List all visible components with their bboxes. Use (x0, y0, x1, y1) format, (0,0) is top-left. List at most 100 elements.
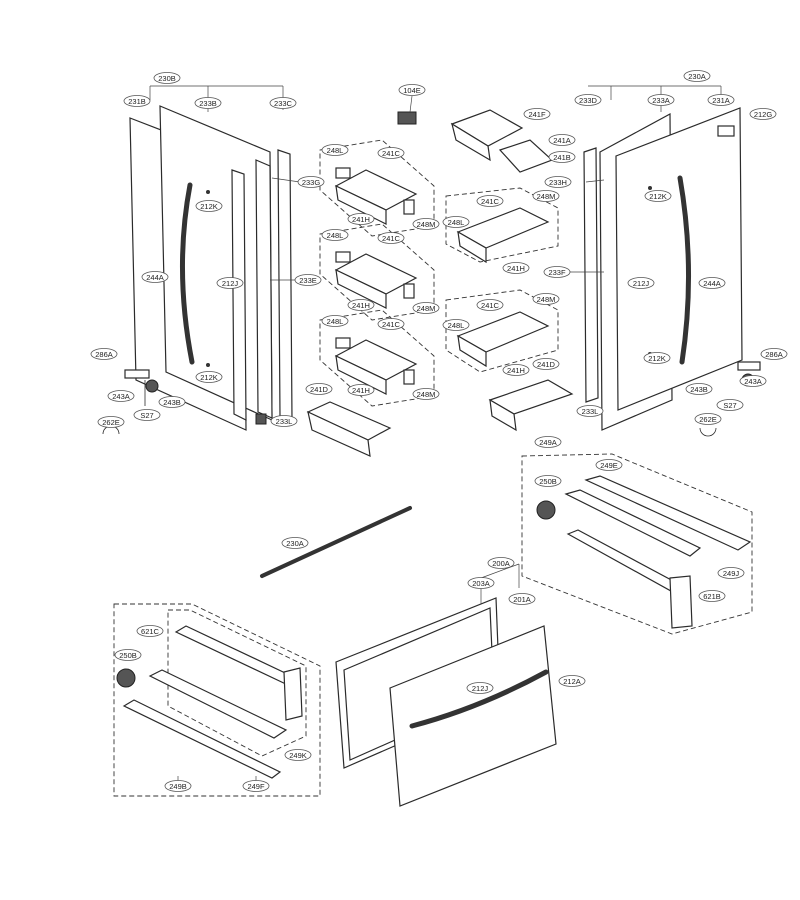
bin-5-front (457, 230, 487, 264)
callout-label: 241D (537, 360, 556, 369)
right-rail-bracket (564, 489, 702, 557)
rail-group-box-right (521, 453, 753, 635)
callout-label: 233L (582, 407, 599, 416)
callout: 241D (532, 358, 560, 370)
bin-1-right-cap (403, 199, 415, 215)
dairy-bin-box (498, 139, 554, 173)
callout: 200A (487, 557, 515, 569)
callout: 286A (90, 348, 118, 360)
callout-label: 249J (723, 569, 740, 578)
callout: 212J (627, 277, 655, 289)
callout-label: 250B (539, 477, 557, 486)
callout: 212J (216, 277, 244, 289)
callout: 241C (476, 195, 504, 207)
callout-label: 248L (448, 321, 465, 330)
callout-label: 233L (276, 417, 293, 426)
callout: 241H (347, 299, 375, 311)
callout-label: 230A (286, 539, 304, 548)
right-door-handle (677, 175, 691, 365)
callout: 212K (195, 200, 223, 212)
callout-label: 233B (199, 99, 217, 108)
callout: 243A (107, 390, 135, 402)
leader-233H (585, 179, 605, 183)
callout: 233G (297, 176, 325, 188)
callout-label: 230A (688, 72, 706, 81)
callout: 212K (644, 190, 672, 202)
callout-label: 241H (352, 301, 370, 310)
left-screw-top (206, 190, 210, 194)
right-hinge (737, 361, 761, 371)
right-rail-top (584, 475, 752, 551)
callout-label: 621B (703, 592, 721, 601)
callout: 243B (158, 396, 186, 408)
callout: 621B (698, 590, 726, 602)
bin-3-front (335, 354, 387, 395)
callout-label: 249A (539, 438, 557, 447)
callout-label: 212J (222, 279, 239, 288)
callout-label: 248L (327, 317, 344, 326)
callout: 233E (294, 274, 322, 286)
callout-label: 200A (492, 559, 510, 568)
rail-group-box-left (113, 603, 321, 797)
callout: 104E (398, 84, 426, 96)
bin-2-right-cap (403, 283, 415, 299)
callout: 248L (321, 229, 349, 241)
callout: 233C (269, 97, 297, 109)
bin-7-front (489, 398, 517, 432)
right-rail-end-plate (669, 575, 693, 629)
callout: 621C (136, 625, 164, 637)
callout-labels: 230B 231B 233B 233C 233G 212K 244A 212J … (90, 70, 788, 792)
callout-label: 201A (513, 595, 531, 604)
callout: S27 (716, 399, 744, 411)
callout-label: 233A (652, 96, 670, 105)
callout: 212G (749, 108, 777, 120)
callout: 250B (114, 649, 142, 661)
callout-label: 243A (744, 377, 762, 386)
callout-label: 248M (417, 304, 436, 313)
callout-label: 212J (633, 279, 650, 288)
callout: 241C (377, 318, 405, 330)
bin-4-front (307, 410, 371, 457)
callout-label: 233F (548, 268, 566, 277)
callout-label: 241C (481, 197, 500, 206)
callout: 241H (502, 364, 530, 376)
left-door-handle (180, 182, 195, 365)
right-screw-top (648, 186, 652, 190)
right-door-seal-strip (583, 147, 599, 403)
callout: 233F (543, 266, 571, 278)
callout: 212K (195, 371, 223, 383)
right-cap-ring (699, 427, 717, 437)
bin-group-box-4 (445, 187, 559, 263)
callout: 231A (707, 94, 735, 106)
callout-label: 241A (553, 136, 571, 145)
callout: 241H (502, 262, 530, 274)
callout-label: 212J (472, 684, 489, 693)
callout-label: 248M (417, 390, 436, 399)
hinge-cover-top (397, 111, 417, 125)
callout-label: 286A (765, 350, 783, 359)
callout: 249J (717, 567, 745, 579)
callout-label: 249F (247, 782, 265, 791)
left-door-assembly (102, 105, 293, 435)
callout: 233L (270, 415, 298, 427)
callout: 248M (532, 190, 560, 202)
callout: 212A (558, 675, 586, 687)
left-rail-bracket (174, 625, 302, 687)
callout: 241H (347, 213, 375, 225)
callout: 233A (647, 94, 675, 106)
callout: 241C (476, 299, 504, 311)
leader-104E (409, 95, 413, 113)
callout-label: 241H (352, 215, 370, 224)
callout: 201A (508, 593, 536, 605)
callout: 233D (574, 94, 602, 106)
left-rail-end-plate (283, 667, 303, 721)
callout: 230B (153, 72, 181, 84)
callout: 241H (347, 384, 375, 396)
callout: S27 (133, 409, 161, 421)
callout: 243A (739, 375, 767, 387)
callout-label: 248L (327, 231, 344, 240)
right-rail-group (521, 453, 753, 635)
callout: 249B (164, 780, 192, 792)
callout-label: 233H (549, 178, 567, 187)
